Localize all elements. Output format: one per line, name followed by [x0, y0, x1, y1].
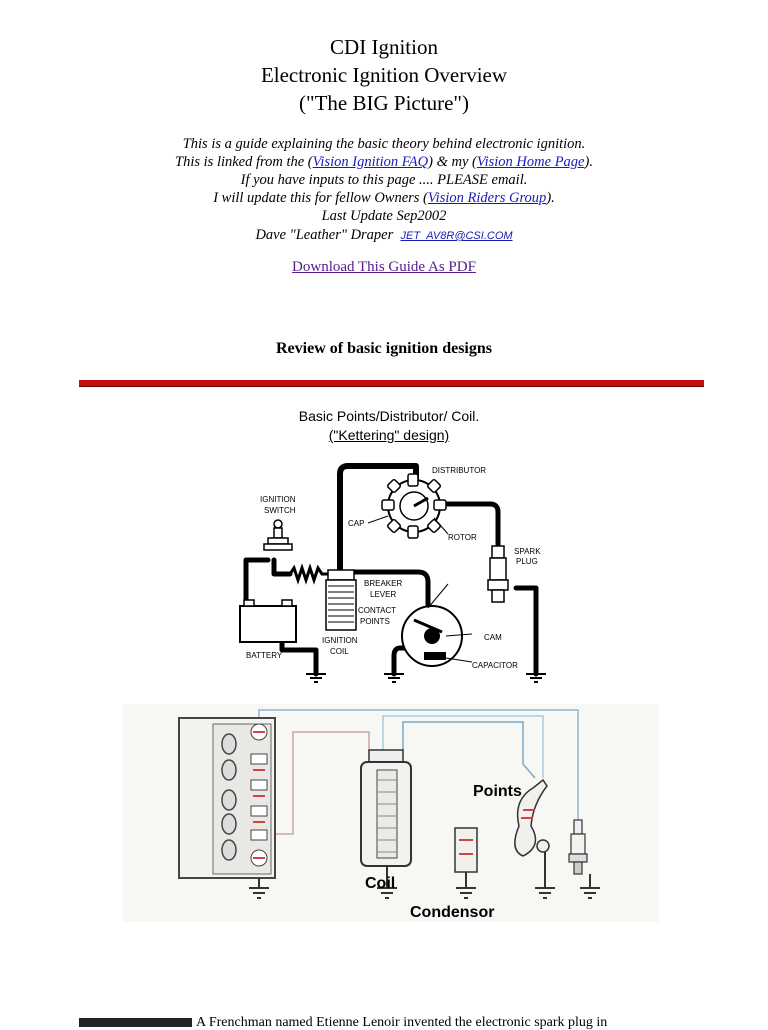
intro-line-4: I will update this for fellow Owners (Vi… — [0, 189, 768, 207]
vision-ignition-faq-link[interactable]: Vision Ignition FAQ — [312, 154, 429, 170]
section-heading: Review of basic ignition designs — [275, 340, 492, 357]
red-divider — [79, 380, 704, 387]
label-distributor: DISTRIBUTOR — [432, 466, 486, 475]
label-cam: CAM — [484, 633, 502, 642]
ground-icon — [306, 673, 546, 683]
page-title-line3: ("The BIG Picture") — [299, 91, 469, 115]
distributor-cap-icon — [381, 473, 447, 539]
label-condensor: Condensor — [410, 904, 494, 921]
last-update: Last Update Sep2002 — [321, 208, 447, 224]
intro-text: I will update this for fellow Owners ( — [213, 190, 428, 206]
condensor-illustration-icon — [454, 827, 478, 873]
intro-line-3: If you have inputs to this page .... PLE… — [240, 172, 528, 188]
label-capacitor: CAPACITOR — [472, 661, 518, 670]
label-ignition: IGNITION — [260, 495, 296, 504]
kettering-ignition-diagram: DISTRIBUTOR IGNITION SWITCH CAP ROTOR SP… — [239, 463, 546, 683]
points-illustration-icon — [514, 778, 550, 857]
figure1-caption: Basic Points/Distributor/ Coil. ("Ketter… — [0, 407, 768, 445]
label-ignition-coil-2: COIL — [330, 647, 349, 656]
label-points: Points — [473, 783, 522, 800]
label-ignition-coil-1: IGNITION — [322, 636, 358, 645]
page-title-line1: CDI Ignition — [330, 35, 438, 59]
intro-text: ) & my ( — [428, 154, 477, 170]
spark-plug-icon — [487, 545, 509, 603]
author-name: Dave "Leather" Draper — [255, 227, 394, 243]
ground-icon — [249, 852, 600, 899]
download-pdf-link[interactable]: Download This Guide As PDF — [292, 259, 476, 275]
vision-home-page-link[interactable]: Vision Home Page — [476, 154, 585, 170]
page-title-line2: Electronic Ignition Overview — [260, 63, 508, 87]
figure1-caption-line1: Basic Points/Distributor/ Coil. — [298, 408, 480, 424]
battery-icon — [239, 599, 297, 643]
label-switch: SWITCH — [264, 506, 296, 515]
breaker-points-icon — [401, 605, 463, 667]
inline-image — [79, 1018, 192, 1027]
spark-plug-illustration-icon — [568, 819, 588, 875]
label-contact: CONTACT — [358, 606, 396, 615]
label-coil: Coil — [365, 875, 395, 892]
email-link[interactable]: JET_AV8R@CSI.COM — [400, 230, 513, 242]
label-battery: BATTERY — [246, 651, 283, 660]
figure1-caption-line2: ("Kettering" design) — [328, 427, 450, 443]
intro-line-1: This is a guide explaining the basic the… — [182, 136, 586, 152]
label-breaker: BREAKER — [364, 579, 402, 588]
label-plug: PLUG — [516, 557, 538, 566]
intro-line-2: This is linked from the (Vision Ignition… — [0, 153, 768, 171]
label-lever: LEVER — [370, 590, 396, 599]
ignition-switch-icon — [263, 519, 293, 551]
history-text: A Frenchman named Etienne Lenoir invente… — [196, 1016, 608, 1030]
label-rotor: ROTOR — [448, 533, 477, 542]
ignition-wiring-illustration: Points Coil Condensor — [123, 704, 659, 922]
intro-text: ). — [546, 190, 555, 206]
vision-riders-group-link[interactable]: Vision Riders Group — [427, 190, 547, 206]
ignition-coil-icon — [325, 569, 357, 631]
intro-text: ). — [584, 154, 593, 170]
label-spark: SPARK — [514, 547, 541, 556]
resistor-icon — [288, 563, 328, 585]
label-points: POINTS — [360, 617, 390, 626]
author-line: Dave "Leather" Draper JET_AV8R@CSI.COM — [0, 226, 768, 245]
history-paragraph: A Frenchman named Etienne Lenoir invente… — [79, 1016, 768, 1030]
coil-illustration-icon — [360, 749, 412, 867]
label-cap: CAP — [348, 519, 364, 528]
battery-illustration-icon — [178, 717, 276, 879]
intro-text: This is linked from the ( — [175, 154, 313, 170]
